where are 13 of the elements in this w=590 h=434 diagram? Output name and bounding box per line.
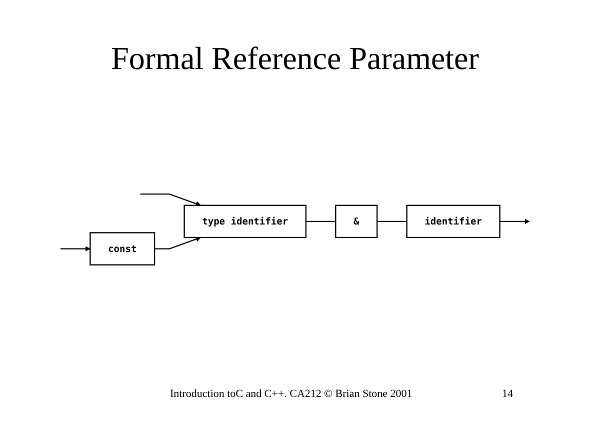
node-box: identifier xyxy=(406,204,500,238)
node-box: const xyxy=(90,232,156,266)
footer-text: Introduction toC and C++. CA212 © Brian Stone 2001 xyxy=(170,388,412,400)
arrow xyxy=(60,246,90,252)
slide-title: Formal Reference Parameter xyxy=(110,40,480,77)
arrow xyxy=(500,218,530,224)
page-number: 14 xyxy=(502,388,513,400)
node-box: type identifier xyxy=(184,204,307,238)
arrow xyxy=(140,193,201,206)
connector xyxy=(377,220,407,222)
connector xyxy=(306,220,336,222)
node-box: & xyxy=(335,204,378,238)
arrow xyxy=(154,236,201,250)
